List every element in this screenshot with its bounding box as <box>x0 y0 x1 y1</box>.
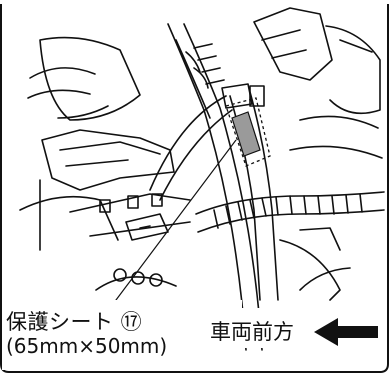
protective-sheet-label: 保護シート ⑰ <box>6 310 143 334</box>
engine-bay-illustration <box>19 7 385 351</box>
protective-sheet <box>231 111 261 157</box>
figure-frame <box>0 4 389 373</box>
left-arrow-icon <box>314 318 378 346</box>
leader-line <box>109 139 237 309</box>
protective-sheet-size-label: (65mm×50mm) <box>6 334 168 358</box>
vehicle-front-label: 車両前方 <box>210 320 294 344</box>
protective-sheet-outline <box>225 97 271 167</box>
